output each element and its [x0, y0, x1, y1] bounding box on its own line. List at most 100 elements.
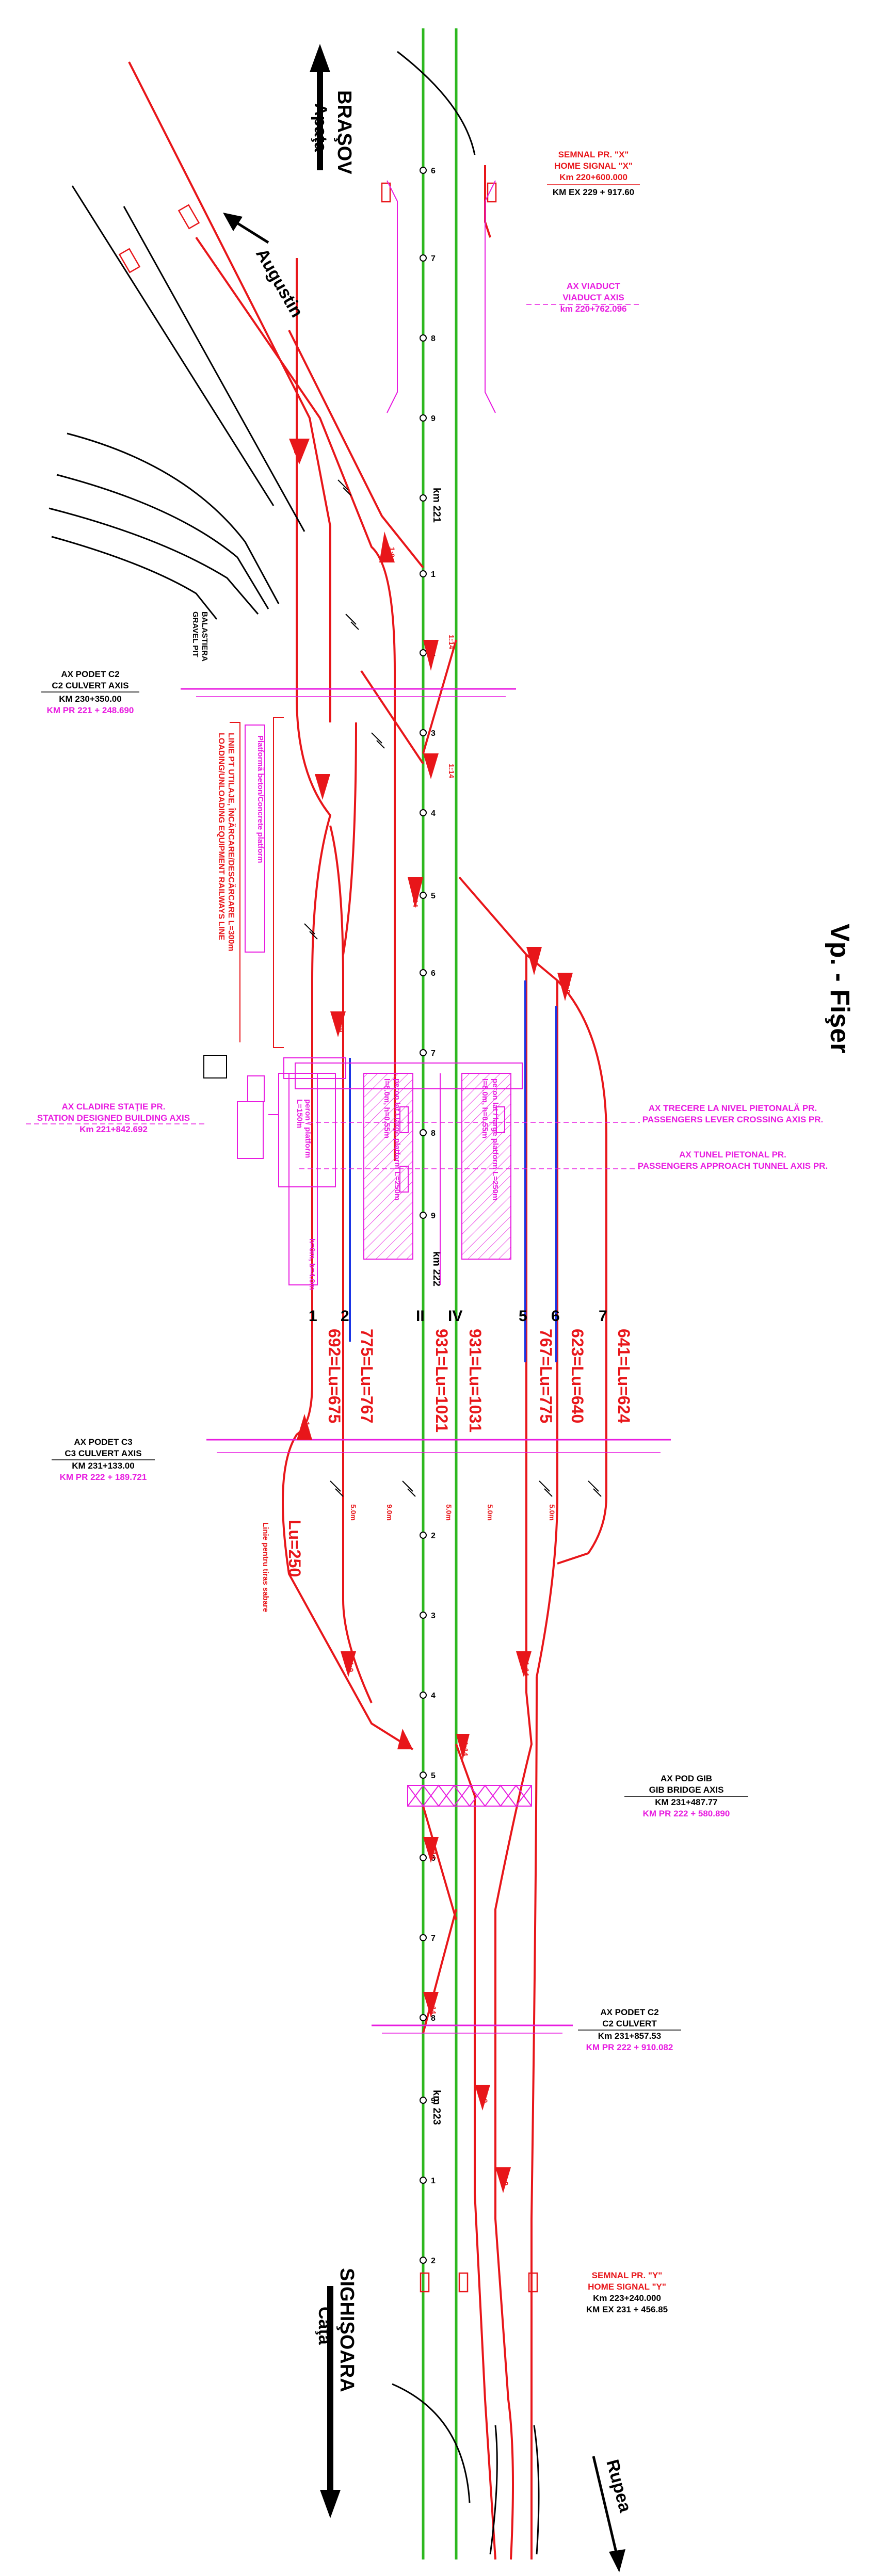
svg-text:AX TUNEL PIETONAL PR.: AX TUNEL PIETONAL PR.: [679, 1150, 786, 1160]
hm-label: 1: [431, 2177, 436, 2185]
track-5-number: 5: [519, 1308, 527, 1325]
hm-label: 1: [431, 570, 436, 579]
hm-label: 7: [431, 254, 436, 263]
rupea-arrow-icon: [592, 2456, 618, 2555]
platform-left: [288, 1073, 318, 1285]
south-track-left: [455, 1744, 496, 2560]
track-1-connector: [342, 722, 357, 955]
svg-text:Km 231+857.53: Km 231+857.53: [598, 2031, 661, 2041]
hm-label: 9: [431, 1212, 436, 1220]
signal-y-label: SEMNAL PR. "Y" HOME SIGNAL "Y" Km 223+24…: [586, 2271, 668, 2314]
loading-line-bracket: [273, 717, 284, 1048]
gravel-pit-spurs: [49, 51, 540, 2555]
south-track-right: [530, 1677, 538, 2559]
hm-label: 8: [431, 2014, 436, 2023]
svg-text:C2 CULVERT: C2 CULVERT: [602, 2019, 657, 2028]
svg-text:KM PR 221 + 248.690: KM PR 221 + 248.690: [47, 705, 134, 715]
svg-text:1:9: 1:9: [318, 779, 327, 790]
sighisoara-label: SIGHIŞOARA: [336, 2268, 358, 2392]
level-crossing-label: AX TRECERE LA NIVEL PIETONALĂ PR. PASSEN…: [642, 1103, 823, 1124]
svg-text:KM PR 222 + 910.082: KM PR 222 + 910.082: [586, 2042, 673, 2052]
svg-text:peron lat / large platform L=2: peron lat / large platform L=250m: [491, 1078, 500, 1200]
track-7-number: 7: [599, 1308, 607, 1325]
hm-label: 9: [431, 2097, 436, 2105]
platforms: [288, 1062, 640, 1285]
north-branch-c: [288, 330, 424, 569]
svg-text:km 220+762.096: km 220+762.096: [560, 304, 626, 314]
viaduct-axis-label: AX VIADUCT VIADUCT AXIS km 220+762.096: [526, 281, 640, 314]
signal-x-line4: KM EX 229 + 917.60: [553, 187, 634, 197]
svg-text:BALASTIERA: BALASTIERA: [200, 611, 209, 662]
culvert-c2-bottom-label: AX PODET C2 C2 CULVERT Km 231+857.53 KM …: [578, 2007, 681, 2052]
track-6-length: 623=Lu=640: [568, 1329, 587, 1423]
track-2-length: 775=Lu=767: [358, 1329, 376, 1423]
svg-text:1:9: 1:9: [564, 983, 572, 993]
svg-text:1:9: 1:9: [530, 952, 538, 962]
platform-labels: peron / platform L=150m h=0m, b=4.0m per…: [295, 1078, 500, 1290]
svg-text:5.0m: 5.0m: [445, 1504, 453, 1521]
building-axis-label: AX CLADIRE STAŢIE PR. STATION DESIGNED B…: [26, 1102, 206, 1134]
hm-label: 6: [431, 167, 436, 175]
hm-label: 3: [431, 729, 436, 738]
hectometer-circles: [420, 167, 427, 2264]
south-crossover: [422, 1806, 457, 1920]
svg-text:LOADING/UNLOADING EQUIPMENT RA: LOADING/UNLOADING EQUIPMENT RAILWAYS LIN…: [217, 733, 226, 940]
track-labels: 1 2 II IV 5 6 7: [309, 1308, 607, 1325]
rupea-label: Rupea: [602, 2457, 635, 2515]
svg-text:KM 230+350.00: KM 230+350.00: [59, 694, 121, 704]
siding-note: Linie pentru tiras sabare: [261, 1522, 270, 1612]
track-IV-length: 931=Lu=1031: [466, 1329, 485, 1432]
hectometer-labels: 6 7 8 9 1 2 3 4 5 6 7 8 9 2 3 4 5 6 7 8 …: [431, 167, 436, 2265]
loading-line-label: LINIE PT UTILAJE, ÎNCĂRCARE/DESCĂRCARE L…: [217, 733, 236, 952]
track-II-number: II: [416, 1308, 425, 1325]
hm-label: 4: [431, 809, 436, 818]
track-1-length: 692=Lu=675: [325, 1329, 344, 1423]
km-222-label: km 222: [431, 1251, 442, 1286]
svg-text:GRAVEL PIT: GRAVEL PIT: [191, 611, 200, 657]
hm-label: 2: [431, 2257, 436, 2265]
svg-text:1:9: 1:9: [303, 1422, 311, 1432]
svg-text:AX PODET C3: AX PODET C3: [74, 1437, 132, 1447]
svg-text:AX POD GIB: AX POD GIB: [661, 1774, 712, 1783]
svg-text:9.0m: 9.0m: [385, 1504, 394, 1521]
augustin-label: Augustin: [252, 245, 307, 321]
arrow-down-icon: [320, 2286, 341, 2518]
svg-text:1:9: 1:9: [502, 2175, 510, 2185]
svg-text:KM 231+487.77: KM 231+487.77: [655, 1797, 717, 1807]
svg-text:1:14: 1:14: [411, 893, 420, 907]
svg-text:HOME SIGNAL "Y": HOME SIGNAL "Y": [588, 2282, 666, 2292]
svg-text:AX CLADIRE STAŢIE PR.: AX CLADIRE STAŢIE PR.: [62, 1102, 166, 1112]
svg-text:1:9: 1:9: [388, 547, 396, 557]
svg-text:VIADUCT AXIS: VIADUCT AXIS: [562, 293, 624, 302]
augustin-arrowhead-icon: [223, 213, 243, 231]
concrete-platform-label: Platformă beton/Concrete platform: [256, 735, 265, 863]
svg-text:1:14: 1:14: [429, 1845, 438, 1859]
svg-text:KM PR 222 + 189.721: KM PR 222 + 189.721: [60, 1472, 147, 1482]
svg-text:Km 221+842.692: Km 221+842.692: [79, 1124, 148, 1134]
track-lengths: 692=Lu=675 775=Lu=767 931=Lu=1021 931=Lu…: [325, 1329, 633, 1432]
hm-label: 8: [431, 334, 436, 343]
svg-text:AX PODET C2: AX PODET C2: [600, 2007, 658, 2017]
hm-label: 3: [431, 1612, 436, 1620]
concrete-platform-box: [245, 725, 265, 953]
svg-text:PASSENGERS LEVER CROSSING AXIS: PASSENGERS LEVER CROSSING AXIS PR.: [642, 1115, 823, 1124]
track-II-length: 931=Lu=1021: [432, 1329, 451, 1432]
svg-text:1:14: 1:14: [429, 2000, 438, 2014]
gravel-pit-label: BALASTIERA GRAVEL PIT: [191, 611, 209, 662]
track-1-line: [282, 258, 414, 1750]
svg-text:1:9: 1:9: [401, 1736, 409, 1747]
svg-text:1:9: 1:9: [336, 1022, 345, 1032]
svg-text:peron / platform: peron / platform: [303, 1099, 312, 1158]
platform-right: [461, 1073, 511, 1260]
tunnel-axis-label: AX TUNEL PIETONAL PR. PASSENGERS APPROAC…: [638, 1150, 828, 1171]
switch-ratios: 1:9 1:9 1:14 1:14 1:9 1:14 1:9 1:9 1:9 1…: [293, 444, 572, 2185]
spacing-labels: 5.0m 9.0m 5.0m 5.0m 5.0m: [349, 1504, 556, 1521]
svg-text:1:9: 1:9: [347, 1662, 355, 1672]
svg-text:l=8.0m, h=0.55m: l=8.0m, h=0.55m: [480, 1078, 489, 1138]
svg-text:1:14: 1:14: [461, 1742, 470, 1756]
hm-label: 7: [431, 1049, 436, 1058]
north-branch-a: [128, 61, 331, 722]
track-7-line: [556, 979, 607, 1565]
svg-text:AX PODET C2: AX PODET C2: [61, 669, 119, 679]
gib-bridge: [407, 1784, 532, 1807]
